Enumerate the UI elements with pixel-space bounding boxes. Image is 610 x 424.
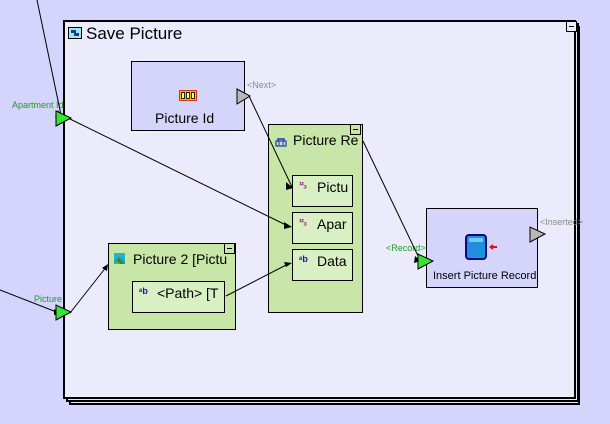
arrowhead xyxy=(284,262,292,267)
number-type-icon: ¹²₃ xyxy=(299,217,307,227)
field-label: Pictu xyxy=(317,179,349,195)
composite-title: Save Picture xyxy=(86,24,183,43)
wire-next-to-field xyxy=(248,95,293,188)
record-field[interactable]: ᵃb Data xyxy=(292,249,353,281)
inserted-output-label: <Inserted> xyxy=(540,217,584,227)
field-label: <Path> [T xyxy=(157,285,219,301)
picture-record-label: Picture Re xyxy=(293,132,359,148)
arrowhead xyxy=(284,222,292,229)
number-type-icon: ¹²₃ xyxy=(299,180,307,190)
picture2-collapse-button[interactable] xyxy=(224,243,235,254)
string-type-icon: ᵃb xyxy=(299,254,308,264)
counter-icon xyxy=(179,90,197,101)
wire-picture-in xyxy=(0,289,60,314)
picture2-field[interactable]: ᵃb <Path> [T xyxy=(132,281,225,313)
record-field[interactable]: ¹²₃ Apar xyxy=(292,212,353,244)
wire-picture-to-picture2 xyxy=(69,265,108,314)
field-label: Data xyxy=(317,253,347,269)
arrowhead xyxy=(286,182,293,190)
database-insert-icon xyxy=(465,234,497,260)
picture-input-label: Picture xyxy=(34,294,63,304)
record-input-port xyxy=(417,253,435,270)
wire-path-to-data xyxy=(225,262,291,297)
wire-apartment-in xyxy=(36,0,62,116)
string-type-icon: ᵃb xyxy=(139,286,148,296)
apartment-id-input-port xyxy=(55,110,73,127)
picture2-node[interactable]: Picture 2 [Pictu ᵃb <Path> [T xyxy=(108,243,236,330)
composite-collapse-button[interactable] xyxy=(566,21,577,32)
insert-record-label: Insert Picture Record xyxy=(433,270,537,282)
record-input-label: <Record> xyxy=(386,243,426,253)
image-icon xyxy=(114,253,125,264)
record-icon xyxy=(275,134,287,147)
wire-apartment-to-field xyxy=(67,117,291,228)
next-output-label: <Next> xyxy=(247,80,277,90)
composite-frame-icon xyxy=(68,27,82,39)
inserted-output-port xyxy=(529,226,547,243)
picture-input-port xyxy=(55,304,73,321)
picture2-label: Picture 2 [Pictu xyxy=(133,251,228,267)
arrowhead xyxy=(102,264,108,271)
field-label: Apar xyxy=(317,216,347,232)
next-output-port xyxy=(236,88,252,105)
picture-id-label: Picture Id xyxy=(155,110,215,126)
picture-id-node[interactable]: Picture Id xyxy=(131,61,245,131)
picture-record-collapse-button[interactable] xyxy=(350,124,361,135)
wire-record-to-insert xyxy=(362,140,421,261)
picture-record-node[interactable]: Picture Re ¹²₃ Pictu ¹²₃ Apar ᵃb Data xyxy=(268,124,363,313)
apartment-id-input-label: Apartment Id xyxy=(12,100,64,110)
insert-record-node[interactable]: Insert Picture Record xyxy=(426,208,538,288)
record-field[interactable]: ¹²₃ Pictu xyxy=(292,175,353,207)
